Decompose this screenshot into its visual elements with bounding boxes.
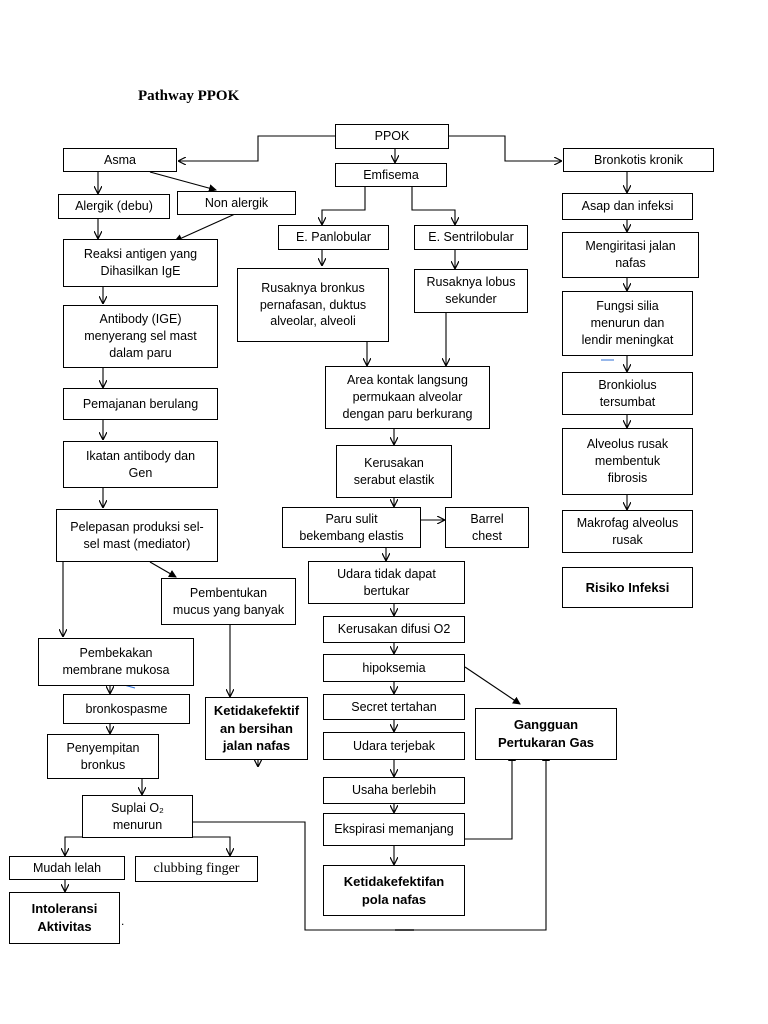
node-ketidakbersihan: Ketidakefektif an bersihan jalan nafas [205,697,308,760]
edge-ekspirasi-gangguan [465,753,516,840]
node-hipoksemia: hipoksemia [323,654,465,682]
node-mudah: Mudah lelah [9,856,125,880]
node-usaha: Usaha berlebih [323,777,465,804]
node-alergik: Alergik (debu) [58,194,170,219]
node-reaksi: Reaksi antigen yang Dihasilkan IgE [63,239,218,287]
page-title: Pathway PPOK [138,88,240,104]
node-rusaknyalobus: Rusaknya lobus sekunder [414,269,528,313]
node-ketidakpola: Ketidakefektifan pola nafas [323,865,465,916]
node-penyempitan: Penyempitan bronkus [47,734,159,779]
node-mengiritasi: Mengiritasi jalan nafas [562,232,699,278]
node-pemajanan: Pemajanan berulang [63,388,218,420]
node-difusi: Kerusakan difusi O2 [323,616,465,643]
node-pembentukan: Pembentukan mucus yang banyak [161,578,296,625]
node-risiko: Risiko Infeksi [562,567,693,608]
node-clubbing: clubbing finger [135,856,258,882]
edge-suplai-gangguan [193,753,550,931]
node-intoleransi: Intoleransi Aktivitas [9,892,120,944]
node-suplai: Suplai O₂ menurun [82,795,193,838]
node-nonalergik: Non alergik [177,191,296,215]
node-parusulit: Paru sulit bekembang elastis [282,507,421,548]
edge-nonalergik-reaksi [174,213,236,242]
node-emfisema: Emfisema [335,163,447,187]
node-asma: Asma [63,148,177,172]
node-ekspirasi: Ekspirasi memanjang [323,813,465,846]
node-panlobular: E. Panlobular [278,225,389,250]
node-sentrilobular: E. Sentrilobular [414,225,528,250]
edge-asma-nonalergik [149,171,217,193]
node-asap: Asap dan infeksi [562,193,693,220]
node-pelepasan: Pelepasan produksi sel- sel mast (mediat… [56,509,218,562]
edge-emfisema-panlobular [322,186,366,224]
node-makrofag: Makrofag alveolus rusak [562,510,693,553]
edge-emfisema-sentrilobular [411,186,455,224]
node-area: Area kontak langsung permukaan alveolar … [325,366,490,429]
node-rusaknyabronkus: Rusaknya bronkus pernafasan, duktus alve… [237,268,389,342]
node-barrel: Barrel chest [445,507,529,548]
node-ikatan: Ikatan antibody dan Gen [63,441,218,488]
node-alveolus: Alveolus rusak membentuk fibrosis [562,428,693,495]
trailing-mark: . [121,914,125,928]
node-bronkospasme: bronkospasme [63,694,190,724]
edge-hipoksemia-gangguan [464,666,521,705]
node-antibody: Antibody (IGE) menyerang sel mast dalam … [63,305,218,368]
edge-suplai-mudah [65,836,82,855]
node-udaraterjebak: Udara terjebak [323,732,465,760]
node-kerusakanserabut: Kerusakan serabut elastik [336,445,452,498]
node-bronkiolus: Bronkiolus tersumbat [562,372,693,415]
node-fungsi: Fungsi silia menurun dan lendir meningka… [562,291,693,356]
node-ppok: PPOK [335,124,449,149]
node-gangguan: Gangguan Pertukaran Gas [475,708,617,760]
edge-ppok-asma [179,135,336,161]
node-udaratidak: Udara tidak dapat bertukar [308,561,465,604]
edge-suplai-clubbing [193,836,230,855]
node-pembekakan: Pembekakan membrane mukosa [38,638,194,686]
edge-pelepasan-pembentukan [149,561,177,578]
node-secret: Secret tertahan [323,694,465,720]
node-bronkitis: Bronkotis kronik [563,148,714,172]
edge-ppok-bronkitis [449,135,561,161]
